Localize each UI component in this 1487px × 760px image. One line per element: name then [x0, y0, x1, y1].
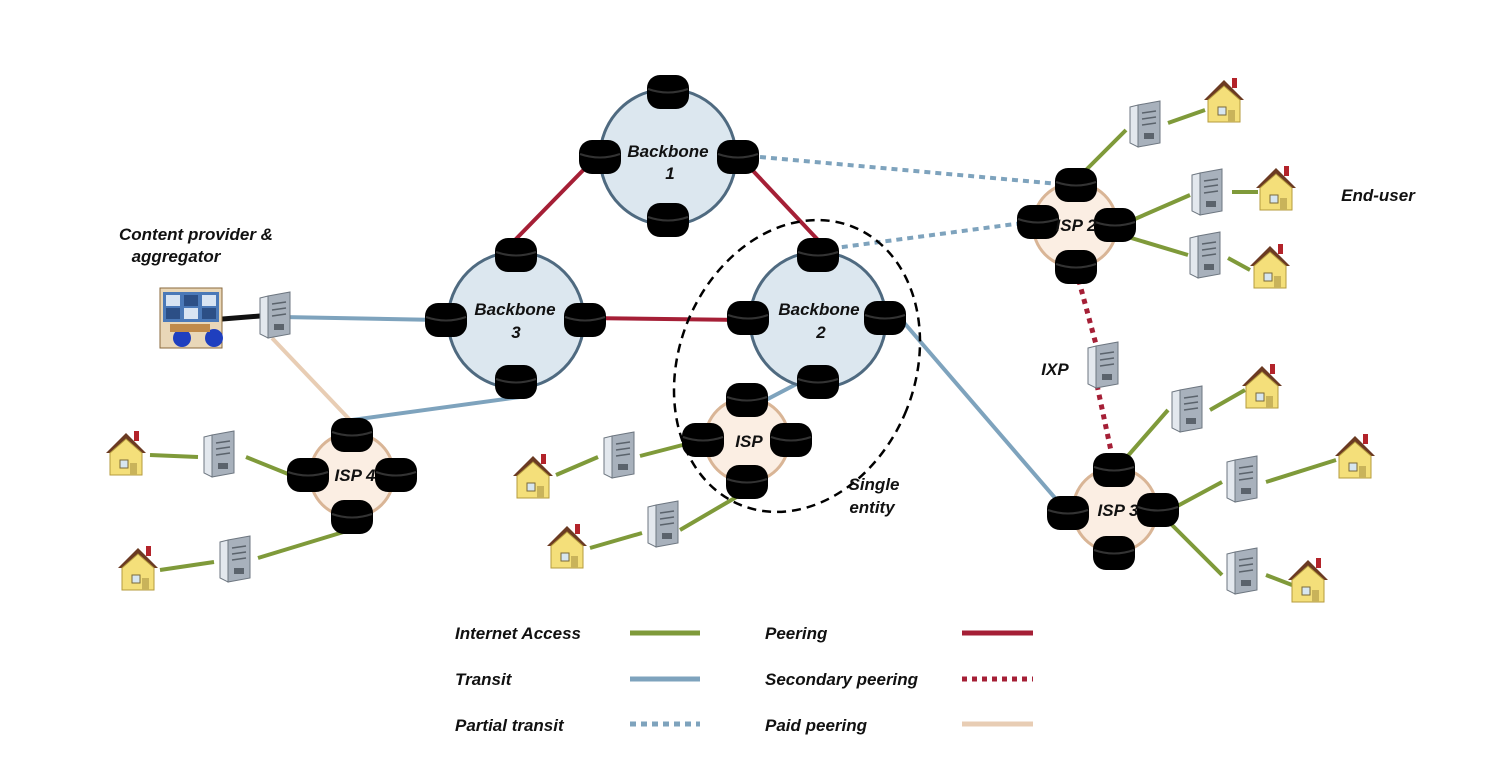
backbone-1-label-line1: Backbone	[627, 142, 708, 161]
legend-label-secondary-peering: Secondary peering	[765, 670, 919, 689]
legend-label-paid-peering: Paid peering	[765, 716, 868, 735]
legend-label-internet-access: Internet Access	[455, 624, 581, 643]
backbone-3-label-line1: Backbone	[474, 300, 555, 319]
isp-4-label: ISP 4	[335, 466, 376, 485]
end-user-label: End-user	[1341, 186, 1416, 205]
ixp-label: IXP	[1041, 360, 1069, 379]
legend-label-partial-transit: Partial transit	[455, 716, 565, 735]
backbone-3-label-line2: 3	[511, 323, 521, 342]
single-entity-boundary	[672, 218, 922, 514]
isp-3-label: ISP 3	[1098, 501, 1139, 520]
content-provider-icon	[159, 287, 223, 349]
backbone-1-label-line2: 1	[665, 164, 674, 183]
single-entity-label-line1: Single	[848, 475, 899, 494]
legend-label-transit: Transit	[455, 670, 513, 689]
routers	[286, 74, 1180, 571]
content-provider-label-line2: aggregator	[132, 247, 222, 266]
isp-2-label: ISP 2	[1056, 216, 1097, 235]
internet-access-links	[149, 108, 1337, 587]
single-entity-label-line2: entity	[849, 498, 896, 517]
backbone-2-label-line2: 2	[815, 323, 826, 342]
partial-transit-links	[759, 155, 1071, 252]
legend: Internet Access Transit Partial transit …	[455, 624, 1033, 735]
paid-peering-link	[270, 336, 352, 422]
backbone-2-label-line1: Backbone	[778, 300, 859, 319]
isp-center-label: ISP	[735, 432, 763, 451]
content-provider-label-line1: Content provider &	[119, 225, 273, 244]
legend-label-peering: Peering	[765, 624, 828, 643]
